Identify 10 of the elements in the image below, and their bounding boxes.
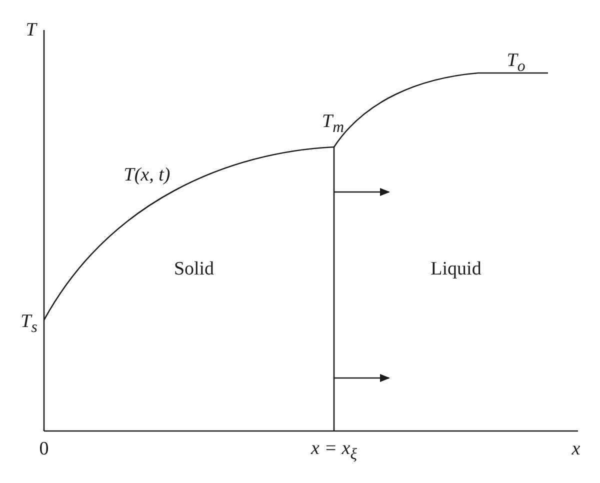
axis-tick-label: 0 [39, 440, 49, 458]
region-label: Solid [174, 260, 214, 278]
region-label: Liquid [430, 260, 482, 278]
interface-position-label: x = x$_{ξ}$ [311, 439, 357, 463]
temperature-label: T$_{s}$ [20, 312, 38, 336]
axis-label: T [26, 20, 36, 40]
temperature-label: T$_{m}$ [322, 112, 344, 136]
temperature-label: T$_{o}$ [506, 51, 526, 75]
axis-label: x [572, 440, 580, 458]
curve-label: T(x, t) [124, 166, 170, 184]
